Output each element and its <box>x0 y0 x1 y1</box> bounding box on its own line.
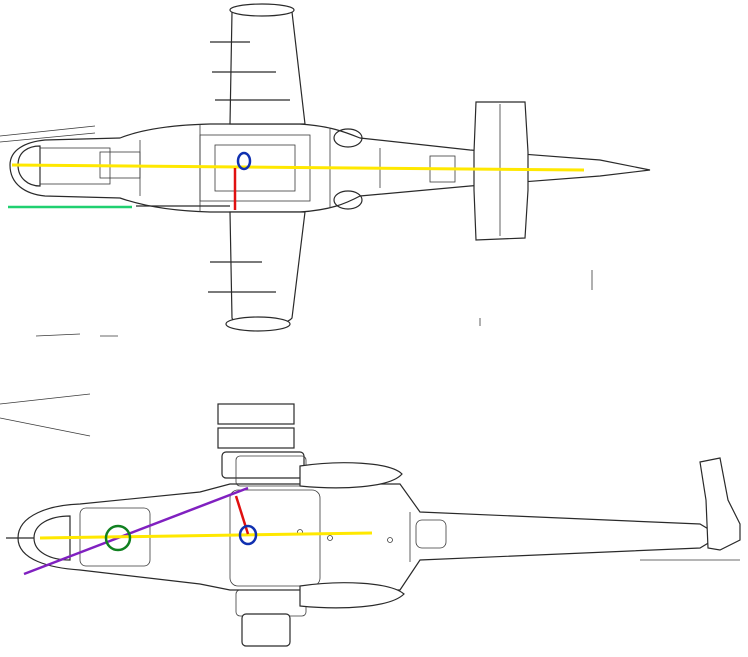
top-view-markers <box>8 151 585 210</box>
stub-wing-lower <box>229 211 306 327</box>
engine-intake-left <box>333 128 363 148</box>
rotor-hub-marker <box>236 151 252 171</box>
cabin-section <box>229 489 321 587</box>
weapon-pod-upper <box>217 403 295 425</box>
panel-rivet <box>327 535 333 541</box>
tail-boom-hatch <box>415 519 447 549</box>
rotor-blade-fragment <box>0 125 96 137</box>
diagonal-marker <box>23 486 249 576</box>
tail-fin <box>699 457 741 551</box>
rotor-blade-fragment <box>0 132 96 143</box>
rotor-blade-fragment <box>0 417 91 437</box>
engine-pod-right <box>299 582 405 609</box>
panel-rivet <box>387 537 393 543</box>
engine-nacelle-lower <box>235 589 307 617</box>
bottom-view-markers <box>23 486 373 576</box>
rotor-blade-fragment <box>0 393 91 405</box>
scan-artifact <box>35 333 118 337</box>
wingtip-pod-lower <box>225 316 291 332</box>
engine-pod-left <box>299 462 403 489</box>
offset-marker <box>234 495 250 535</box>
weapon-pod-lower <box>241 613 291 647</box>
engine-intake-right <box>333 190 363 210</box>
nose-marker <box>104 524 132 552</box>
wingtip-pod-upper <box>229 3 295 17</box>
stub-wing-upper <box>229 5 306 125</box>
weapon-pod-upper <box>217 427 295 449</box>
rotor-hub-marker <box>238 524 258 546</box>
centerline-marker <box>11 163 585 172</box>
horizontal-stabilizer <box>473 101 529 241</box>
centerline-marker <box>39 531 373 540</box>
bottom-view-aircraft <box>0 393 741 647</box>
